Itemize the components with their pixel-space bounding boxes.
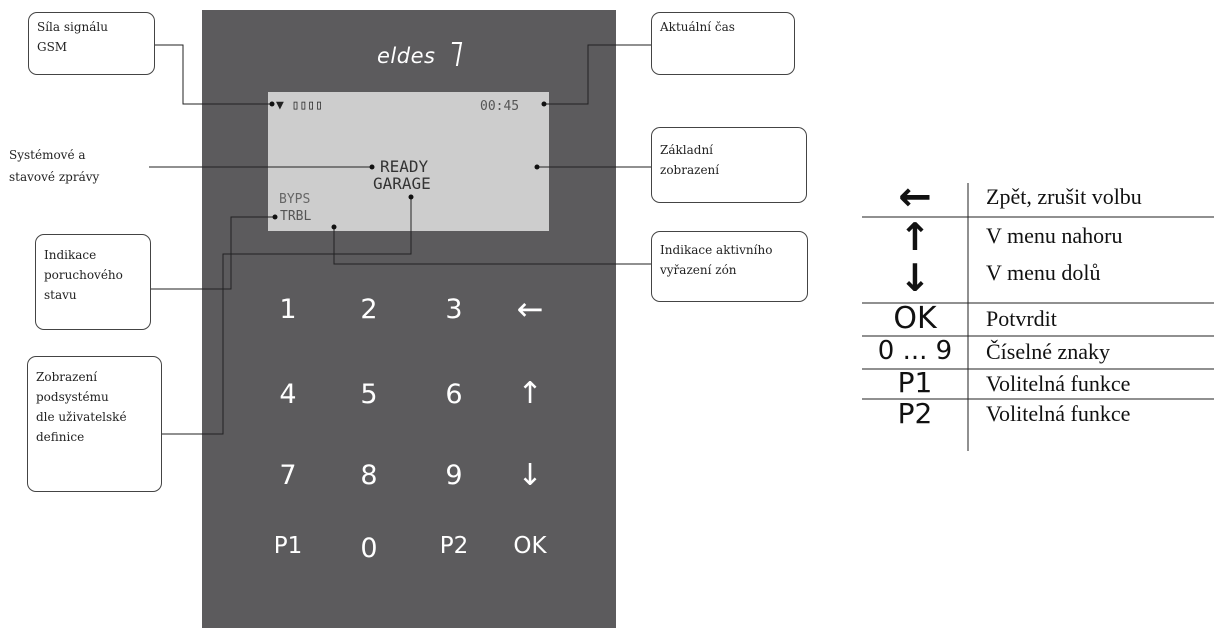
lcd-trouble-indicator: TRBL — [280, 209, 312, 224]
brand-logo: eldes — [377, 44, 436, 68]
key-p1[interactable]: P1 — [273, 533, 303, 559]
callout-current-time: Aktuální čas — [651, 12, 795, 75]
legend-grid-lines — [862, 183, 1214, 451]
key-up-arrow[interactable]: ↑ — [517, 376, 543, 411]
key-ok[interactable]: OK — [513, 533, 547, 559]
legend-desc-down: V menu dolů — [986, 260, 1101, 285]
legend-up-arrow-icon: ↑ — [899, 215, 931, 259]
key-back-arrow[interactable]: ← — [516, 290, 544, 328]
legend-desc-back: Zpět, zrušit volbu — [986, 184, 1142, 209]
callout-gsm-signal: Síla signálu GSM — [28, 12, 155, 75]
key-8[interactable]: 8 — [360, 460, 378, 491]
legend-down-arrow-icon: ↓ — [899, 256, 931, 300]
legend-desc-p2: Volitelná funkce — [986, 401, 1131, 426]
callout-partition-display: Zobrazení podsystému dle uživatelské def… — [27, 356, 162, 492]
legend-desc-p1: Volitelná funkce — [986, 371, 1131, 396]
legend-desc-digits: Číselné znaky — [986, 339, 1111, 364]
callout-bypass-indication: Indikace aktivního vyřazení zón — [651, 231, 808, 302]
legend-back-arrow-icon: ← — [898, 174, 932, 220]
key-0[interactable]: 0 — [360, 533, 378, 564]
key-2[interactable]: 2 — [360, 294, 378, 325]
legend-desc-up: V menu nahoru — [986, 223, 1123, 248]
callout-basic-display: Základní zobrazení — [651, 127, 807, 203]
legend-digits-symbol: 0 ... 9 — [877, 336, 953, 366]
lcd-bypass-indicator: BYPS — [279, 192, 311, 207]
callout-trouble-indication: Indikace poruchového stavu — [35, 234, 151, 330]
lcd-message-line2: GARAGE — [373, 174, 431, 193]
legend-p1-symbol: P1 — [897, 366, 933, 399]
key-1[interactable]: 1 — [279, 294, 297, 325]
key-down-arrow[interactable]: ↓ — [517, 458, 543, 493]
key-9[interactable]: 9 — [445, 460, 463, 491]
legend-desc-ok: Potvrdit — [986, 306, 1057, 331]
key-3[interactable]: 3 — [445, 294, 463, 325]
legend-ok-symbol: OK — [893, 301, 937, 336]
key-5[interactable]: 5 — [360, 379, 378, 410]
key-p2[interactable]: P2 — [439, 533, 469, 559]
lcd-clock: 00:45 — [480, 99, 520, 114]
lcd-message-line1: READY — [380, 157, 429, 176]
key-7[interactable]: 7 — [279, 460, 297, 491]
key-6[interactable]: 6 — [445, 379, 463, 410]
label-system-messages: Systémové a stavové zprávy — [9, 148, 100, 184]
legend-p2-symbol: P2 — [897, 397, 933, 430]
key-4[interactable]: 4 — [279, 379, 297, 410]
gsm-signal-indicator: ▼ ▯▯▯▯ — [276, 98, 323, 113]
lcd-display — [268, 92, 549, 231]
